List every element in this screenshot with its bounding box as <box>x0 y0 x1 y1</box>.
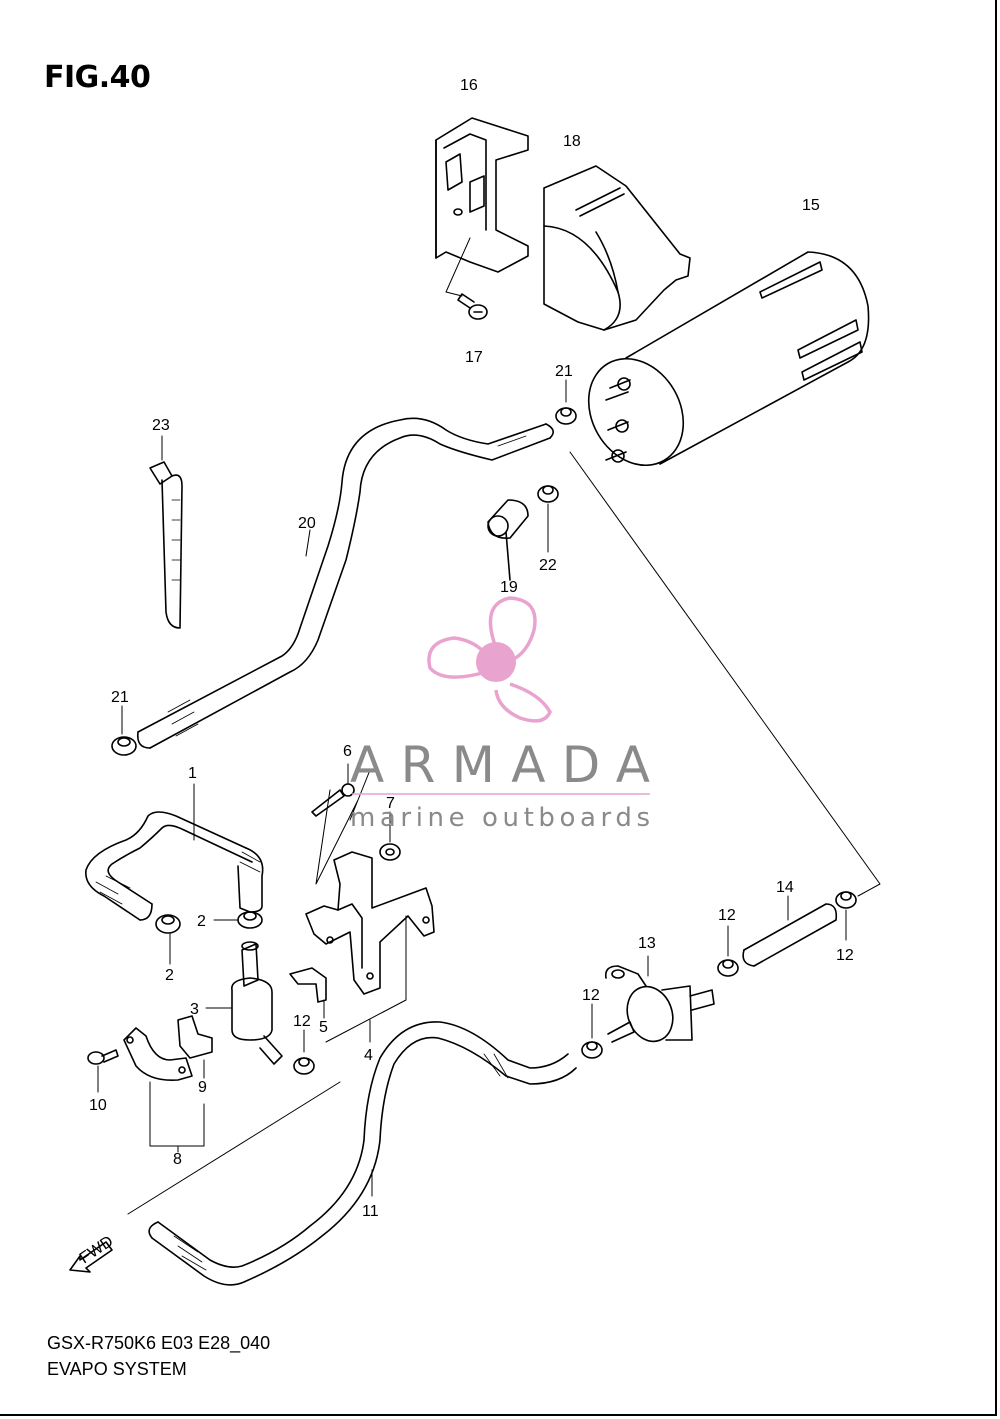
callout-12-a: 12 <box>293 1013 311 1030</box>
part-22-clamp <box>537 485 559 553</box>
callout-12-c: 12 <box>718 907 736 924</box>
watermark-tagline: marine outboards <box>350 803 650 833</box>
callout-20: 20 <box>298 515 316 532</box>
callout-15: 15 <box>802 197 820 214</box>
fwd-arrow-icon <box>69 1241 113 1273</box>
callout-21-top: 21 <box>555 363 573 380</box>
callout-2-upper: 2 <box>197 913 206 930</box>
callout-14: 14 <box>776 879 794 896</box>
callout-12-b: 12 <box>582 987 600 1004</box>
part-6-rivet <box>311 763 355 817</box>
part-14-hose <box>742 895 838 967</box>
part-7-washer <box>379 811 401 861</box>
figure-title: FIG.40 <box>44 60 151 95</box>
part-2-clamp-upper <box>213 911 263 929</box>
part-18-cover <box>543 165 691 331</box>
part-12-clamp-b <box>581 1003 603 1059</box>
callout-11: 11 <box>362 1203 379 1220</box>
callout-19: 19 <box>500 579 518 596</box>
callout-9: 9 <box>198 1079 207 1096</box>
callout-22: 22 <box>539 557 557 574</box>
part-12-clamp-c <box>717 925 739 977</box>
part-5-clip <box>289 967 327 1019</box>
part-17-screw <box>457 293 488 320</box>
part-2-clamp-lower <box>155 914 181 965</box>
part-19-tube <box>487 499 529 581</box>
callout-10: 10 <box>89 1097 107 1114</box>
part-8-clamp <box>123 1027 205 1153</box>
fwd-label: FWD <box>77 1233 117 1267</box>
part-13-valve <box>604 955 715 1043</box>
callout-5: 5 <box>319 1019 328 1036</box>
part-1-hose <box>85 783 264 921</box>
watermark-brand: ARMADA <box>350 736 650 794</box>
callout-1: 1 <box>188 765 197 782</box>
callout-18: 18 <box>563 133 581 150</box>
callout-2-lower: 2 <box>165 967 174 984</box>
part-21-clamp-left <box>111 705 137 756</box>
part-11-hose <box>127 1021 577 1286</box>
callout-6: 6 <box>343 743 352 760</box>
propeller-logo-icon <box>427 596 552 723</box>
part-12-clamp-a <box>293 1029 315 1075</box>
diagram-name: EVAPO SYSTEM <box>47 1359 187 1379</box>
part-23-cable-tie <box>149 435 183 629</box>
watermark: ARMADA marine outboards <box>350 596 650 833</box>
part-15-canister <box>587 251 870 467</box>
part-3-valve <box>205 941 283 1065</box>
callout-labels: 1 2 2 3 4 5 6 7 8 9 10 11 12 12 12 12 13… <box>89 77 854 1220</box>
callout-12-d: 12 <box>836 947 854 964</box>
callout-7: 7 <box>386 795 395 812</box>
part-21-clamp-top <box>555 379 577 425</box>
callout-23: 23 <box>152 417 170 434</box>
callout-4: 4 <box>364 1047 373 1064</box>
part-12-clamp-d <box>835 891 857 941</box>
part-16-bracket <box>435 117 529 273</box>
callout-3: 3 <box>190 1001 199 1018</box>
callout-21-left: 21 <box>111 689 129 706</box>
part-9-holder <box>177 1015 213 1079</box>
part-10-screw <box>87 1049 119 1093</box>
callout-13: 13 <box>638 935 656 952</box>
diagram-code: GSX-R750K6 E03 E28_040 <box>47 1333 271 1353</box>
part-20-hose <box>136 417 554 749</box>
callout-16: 16 <box>460 77 478 94</box>
callout-8: 8 <box>173 1151 182 1168</box>
callout-17: 17 <box>465 349 483 366</box>
part-4-bracket <box>305 851 435 1043</box>
